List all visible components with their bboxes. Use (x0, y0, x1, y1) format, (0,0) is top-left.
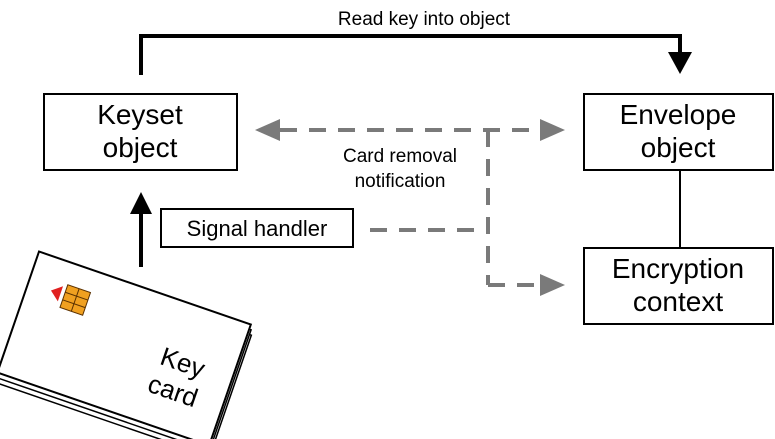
keyset-object-box[interactable]: Keyset object (44, 94, 237, 170)
encryption-context-box[interactable]: Encryption context (584, 248, 773, 324)
encryption-context-label-line2: context (633, 286, 723, 317)
envelope-object-box[interactable]: Envelope object (584, 94, 773, 170)
signal-handler-label: Signal handler (187, 216, 328, 241)
card-removal-label-line1: Card removal (343, 146, 457, 167)
key-card[interactable]: Key card (0, 252, 255, 439)
envelope-object-label-line2: object (641, 132, 716, 163)
keyset-object-label-line1: Keyset (97, 99, 183, 130)
read-key-connector (141, 36, 692, 75)
read-key-label: Read key into object (338, 9, 511, 30)
encryption-context-label-line1: Encryption (612, 253, 744, 284)
signal-handler-box[interactable]: Signal handler (161, 209, 353, 247)
card-removal-label-line2: notification (355, 171, 446, 192)
envelope-object-label-line1: Envelope (620, 99, 737, 130)
keyset-object-label-line2: object (103, 132, 178, 163)
card-to-keyset-arrow (130, 192, 152, 267)
